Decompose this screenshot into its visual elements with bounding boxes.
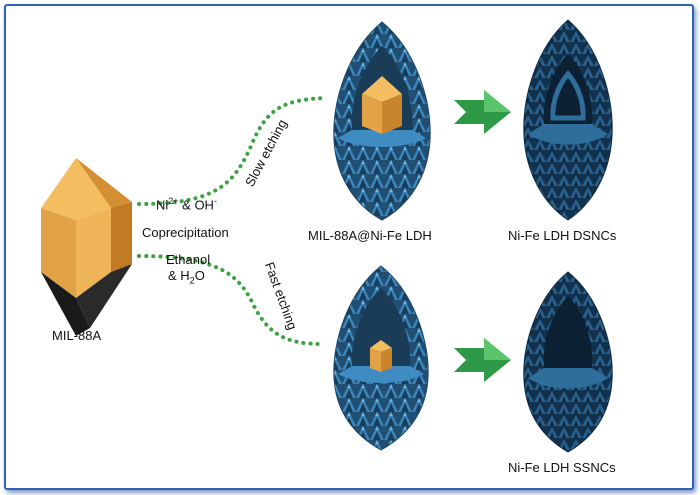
reagent-join: & OH xyxy=(178,197,214,213)
arrow-top xyxy=(454,90,511,134)
dsnc-particle xyxy=(523,19,613,221)
solvent-subscript: 2 xyxy=(189,275,195,286)
arrow-bottom xyxy=(454,338,511,382)
core-shell-particle-fast xyxy=(333,265,429,451)
synthesis-diagram xyxy=(41,19,613,453)
reagent-oh-charge: - xyxy=(213,196,217,206)
solvent-line1: Ethanol xyxy=(166,252,211,267)
method-label: Coprecipitation xyxy=(142,225,229,240)
intermediate-label: MIL-88A@Ni-Fe LDH xyxy=(308,228,432,243)
mil88a-crystal xyxy=(41,158,132,336)
slow-etching-path xyxy=(137,96,326,206)
dsnc-label: Ni-Fe LDH DSNCs xyxy=(508,228,617,243)
reagent-ni-charge: 2+ xyxy=(168,196,179,206)
figure-frame: MIL-88A Ni2+ & OH- Coprecipitation Ethan… xyxy=(4,4,694,490)
ssnc-label: Ni-Fe LDH SSNCs xyxy=(508,460,616,475)
solvent-line2: & H2O xyxy=(168,268,205,286)
ssnc-particle xyxy=(523,271,613,453)
solvent-suffix: O xyxy=(194,268,205,283)
reagent-ni: Ni xyxy=(156,197,169,213)
core-shell-particle xyxy=(333,21,431,221)
reagent-label: Ni2+ & OH- xyxy=(156,196,217,212)
fast-etching-path xyxy=(137,254,324,346)
solvent-prefix: & H xyxy=(168,268,190,283)
precursor-label: MIL-88A xyxy=(52,328,102,343)
